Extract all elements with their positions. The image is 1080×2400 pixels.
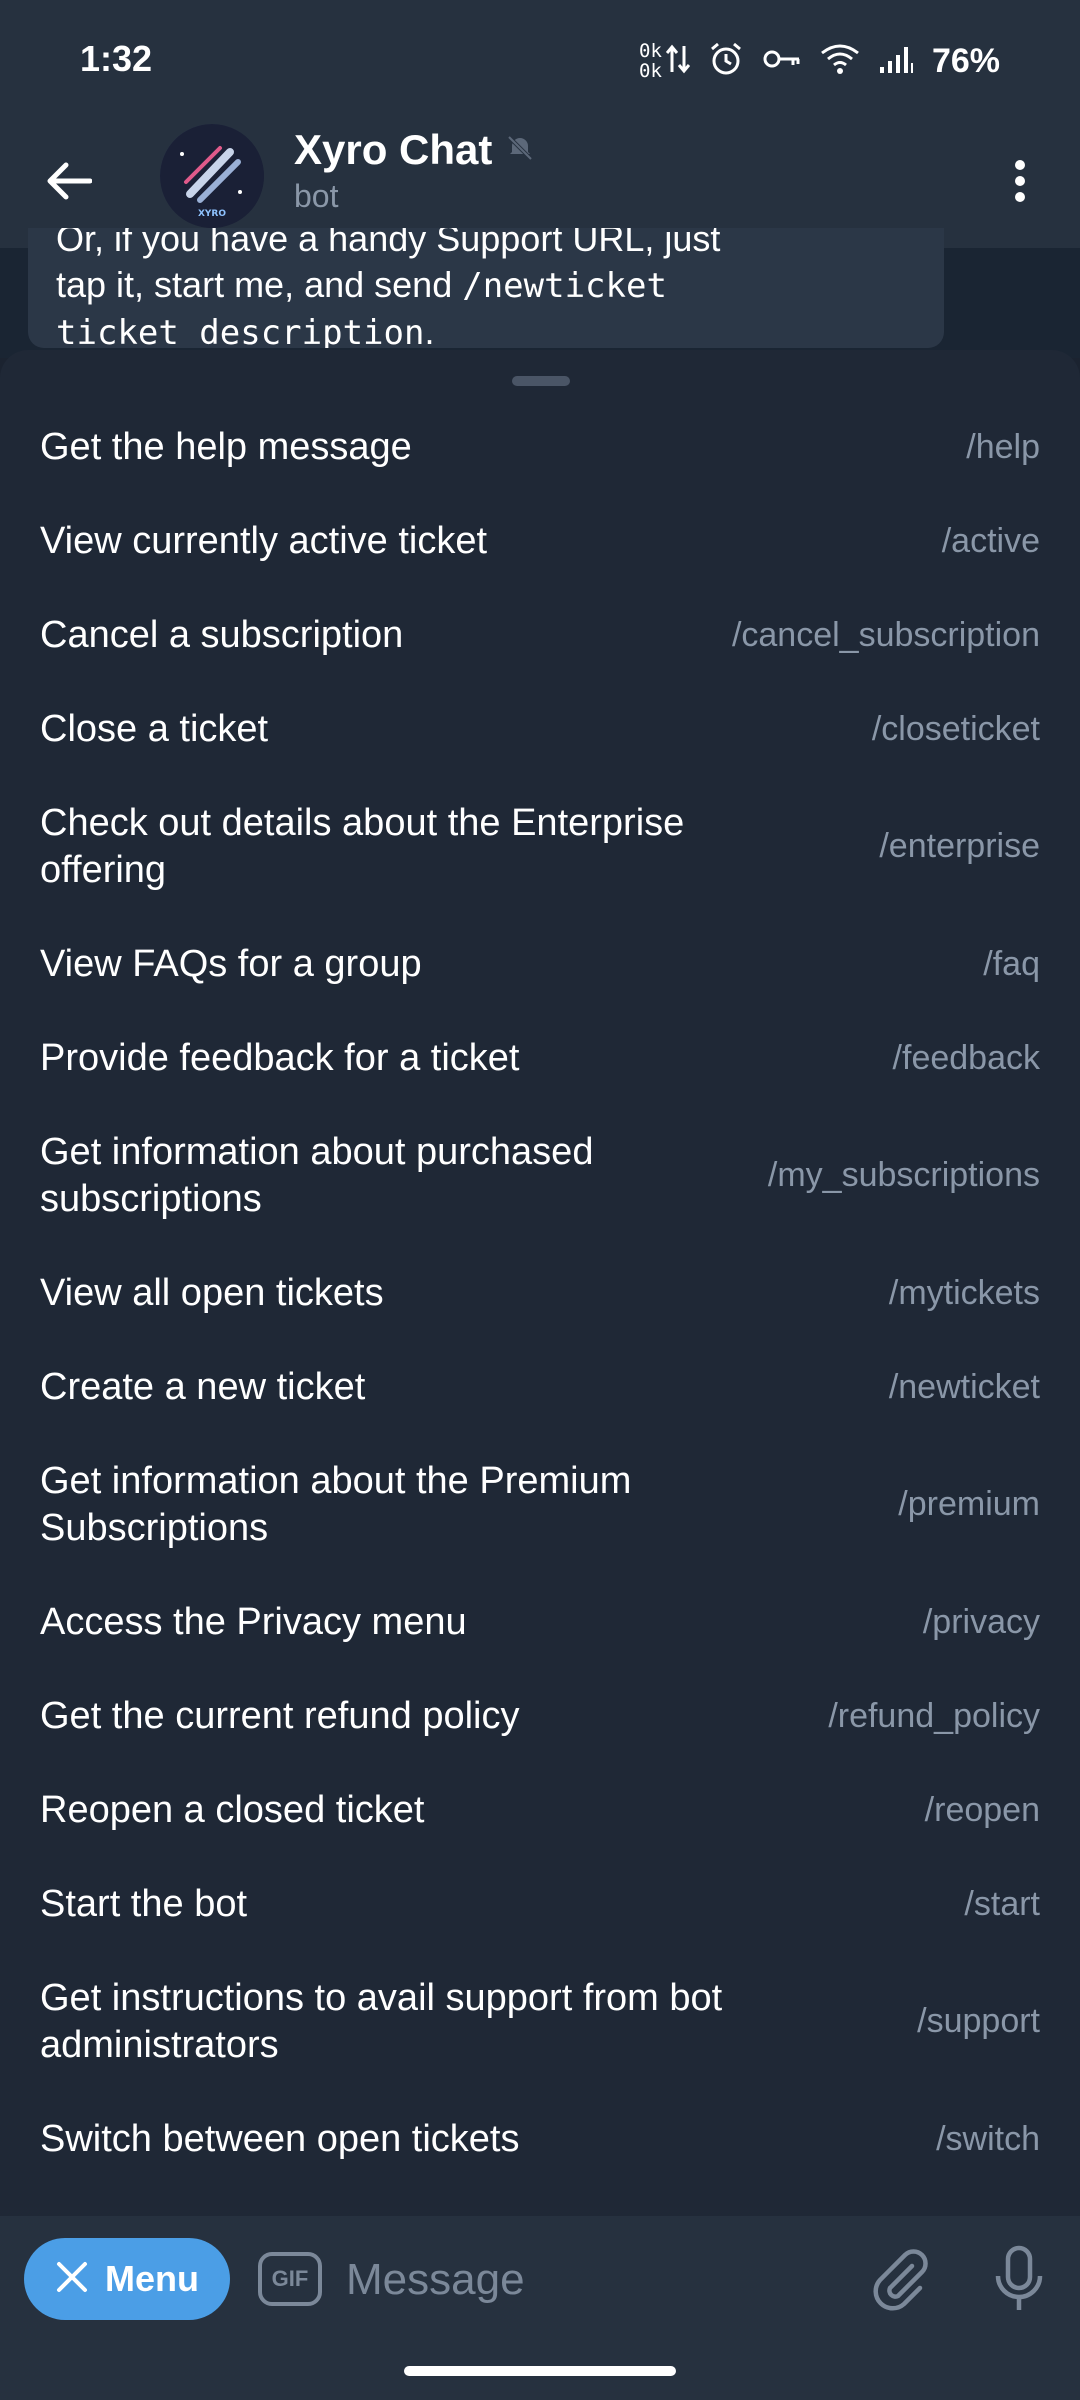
battery-level: 76% bbox=[931, 41, 1000, 80]
command-description: Get the help message bbox=[40, 425, 412, 468]
command-item[interactable]: View FAQs for a group /faq bbox=[0, 917, 1080, 1011]
svg-text:XYRO: XYRO bbox=[198, 209, 226, 219]
command-name: /cancel_subscription bbox=[731, 615, 1040, 654]
command-name: /support bbox=[917, 2002, 1040, 2040]
chat-title-block[interactable]: Xyro Chat bot bbox=[294, 126, 534, 215]
status-icons: 0k 0k 76% bbox=[639, 36, 1000, 86]
command-name: /reopen bbox=[924, 1790, 1040, 1829]
command-name: /privacy bbox=[922, 1602, 1040, 1641]
command-item[interactable]: Start the bot /start bbox=[0, 1857, 1080, 1951]
command-name: /closeticket bbox=[871, 709, 1040, 748]
command-description: Access the Privacy menu bbox=[40, 1600, 467, 1643]
more-options-button[interactable] bbox=[1000, 150, 1040, 216]
command-description: Switch between open tickets bbox=[40, 2117, 520, 2160]
command-description: Close a ticket bbox=[40, 707, 269, 750]
command-name: /feedback bbox=[892, 1038, 1040, 1077]
command-item[interactable]: Check out details about the Enterprise o… bbox=[0, 776, 1080, 917]
back-arrow-icon bbox=[46, 161, 93, 206]
attach-icon bbox=[868, 2249, 934, 2316]
net-down-speed: 0k bbox=[639, 60, 662, 82]
net-speed: 0k 0k bbox=[639, 40, 691, 82]
data-transfer-icon bbox=[665, 42, 691, 81]
alarm-icon bbox=[708, 41, 744, 82]
wifi-icon bbox=[820, 43, 860, 80]
command-item[interactable]: Get information about the Premium Subscr… bbox=[0, 1434, 1080, 1575]
message-text: Or, if you have a handy Support URL, jus… bbox=[56, 228, 721, 348]
vpn-key-icon bbox=[762, 47, 802, 76]
command-item[interactable]: View all open tickets /mytickets bbox=[0, 1246, 1080, 1340]
command-item[interactable]: Close a ticket /closeticket bbox=[0, 682, 1080, 776]
voice-record-button[interactable] bbox=[988, 2244, 1050, 2314]
chat-title: Xyro Chat bbox=[294, 126, 493, 173]
back-button[interactable] bbox=[36, 150, 102, 216]
command-name: /active bbox=[941, 521, 1040, 560]
message-input[interactable] bbox=[346, 2240, 826, 2320]
command-item[interactable]: Reopen a closed ticket /reopen bbox=[0, 1763, 1080, 1857]
command-item[interactable]: Cancel a subscription /cancel_subscripti… bbox=[0, 588, 1080, 682]
message-bubble[interactable]: Or, if you have a handy Support URL, jus… bbox=[28, 228, 944, 348]
command-description: Provide feedback for a ticket bbox=[40, 1036, 520, 1079]
command-item[interactable]: Get the current refund policy /refund_po… bbox=[0, 1669, 1080, 1763]
command-item[interactable]: Switch between open tickets /switch bbox=[0, 2092, 1080, 2186]
menu-label: Menu bbox=[105, 2258, 199, 2299]
command-name: /premium bbox=[898, 1485, 1040, 1523]
command-item[interactable]: Get instructions to avail support from b… bbox=[0, 1951, 1080, 2092]
chat-header: XYRO Xyro Chat bot bbox=[0, 124, 1080, 248]
bot-commands-sheet: Get the help message /help View currentl… bbox=[0, 350, 1080, 2216]
command-item[interactable]: Access the Privacy menu /privacy bbox=[0, 1575, 1080, 1669]
command-description: Check out details about the Enterprise o… bbox=[40, 801, 685, 891]
command-item[interactable]: Get the help message /help bbox=[0, 400, 1080, 494]
command-list: Get the help message /help View currentl… bbox=[0, 400, 1080, 2186]
sheet-drag-handle[interactable] bbox=[512, 376, 570, 386]
command-item[interactable]: Provide feedback for a ticket /feedback bbox=[0, 1011, 1080, 1105]
command-description: Get information about the Premium Subscr… bbox=[40, 1459, 632, 1549]
chat-subtitle: bot bbox=[294, 178, 339, 214]
close-icon bbox=[55, 2260, 89, 2299]
bot-logo-icon: XYRO bbox=[160, 124, 264, 228]
command-name: /my_subscriptions bbox=[767, 1156, 1040, 1194]
status-bar: 1:32 0k 0k 76% bbox=[0, 0, 1080, 124]
command-description: Start the bot bbox=[40, 1882, 248, 1925]
command-item[interactable]: Create a new ticket /newticket bbox=[0, 1340, 1080, 1434]
command-description: Get the current refund policy bbox=[40, 1694, 520, 1737]
gif-button[interactable]: GIF bbox=[258, 2252, 322, 2306]
command-name: /switch bbox=[936, 2119, 1040, 2158]
microphone-icon bbox=[988, 2245, 1050, 2318]
command-name: /start bbox=[964, 1884, 1040, 1923]
command-description: Cancel a subscription bbox=[40, 613, 404, 656]
muted-icon bbox=[506, 134, 534, 167]
avatar[interactable]: XYRO bbox=[160, 124, 264, 228]
command-item[interactable]: Get information about purchased subscrip… bbox=[0, 1105, 1080, 1246]
command-name: /refund_policy bbox=[828, 1696, 1040, 1735]
command-item[interactable]: View currently active ticket /active bbox=[0, 494, 1080, 588]
command-description: Create a new ticket bbox=[40, 1365, 366, 1408]
cell-signal-icon bbox=[878, 43, 914, 80]
menu-button[interactable]: Menu bbox=[24, 2238, 230, 2320]
more-vertical-icon bbox=[1014, 159, 1026, 208]
command-description: Reopen a closed ticket bbox=[40, 1788, 425, 1831]
command-name: /faq bbox=[983, 944, 1040, 983]
command-name: /newticket bbox=[888, 1367, 1040, 1406]
command-name: /help bbox=[966, 427, 1040, 466]
home-indicator[interactable] bbox=[404, 2366, 676, 2376]
net-up-speed: 0k bbox=[639, 40, 662, 62]
command-description: View all open tickets bbox=[40, 1271, 384, 1314]
command-description: View FAQs for a group bbox=[40, 942, 422, 985]
command-description: Get information about purchased subscrip… bbox=[40, 1130, 594, 1220]
command-description: View currently active ticket bbox=[40, 519, 488, 562]
command-name: /mytickets bbox=[888, 1273, 1040, 1312]
attach-button[interactable] bbox=[868, 2246, 934, 2312]
status-time: 1:32 bbox=[80, 38, 153, 79]
command-name: /enterprise bbox=[879, 827, 1040, 865]
command-description: Get instructions to avail support from b… bbox=[40, 1976, 723, 2066]
